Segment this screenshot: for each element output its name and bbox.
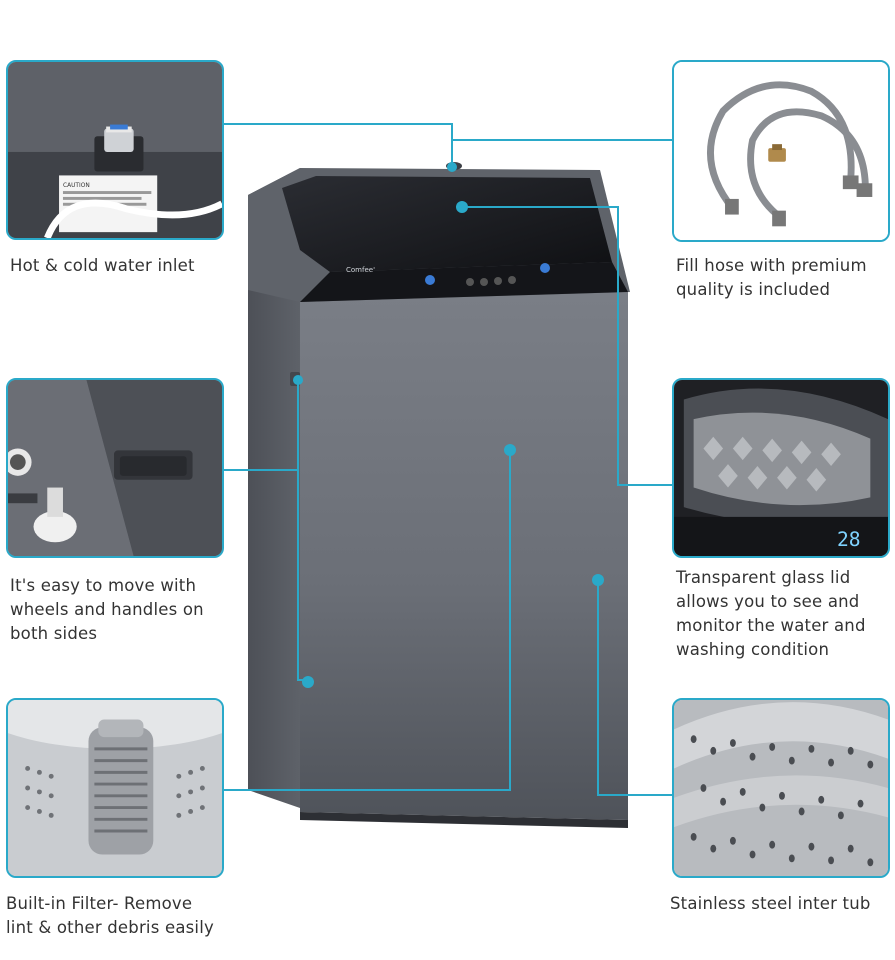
- water-inlet-photo: CAUTION: [6, 60, 224, 240]
- brand-logo: Comfee': [346, 266, 375, 274]
- glass-lid-caption: Transparent glass lid allows you to see …: [676, 568, 866, 659]
- wheels-handles-caption: It's easy to move with wheels and handle…: [10, 576, 204, 643]
- wheels-handles-photo: [6, 378, 224, 558]
- steel-tub-photo: [672, 698, 890, 878]
- glass-lid-photo: 28: [672, 378, 890, 558]
- water-inlet-caption: Hot & cold water inlet: [10, 256, 195, 275]
- glass-lid: [282, 176, 612, 272]
- fill-hose-caption: Fill hose with premium quality is includ…: [676, 256, 867, 299]
- lid-display-readout: 28: [837, 528, 861, 551]
- fill-hose-photo: [672, 60, 890, 242]
- machine-base: [300, 812, 628, 828]
- machine-front-panel: [300, 292, 628, 820]
- inlet-warning-label: CAUTION: [63, 183, 90, 189]
- filter-caption: Built-in Filter- Remove lint & other deb…: [6, 894, 214, 937]
- steel-tub-caption: Stainless steel inter tub: [670, 894, 871, 913]
- filter-photo: [6, 698, 224, 878]
